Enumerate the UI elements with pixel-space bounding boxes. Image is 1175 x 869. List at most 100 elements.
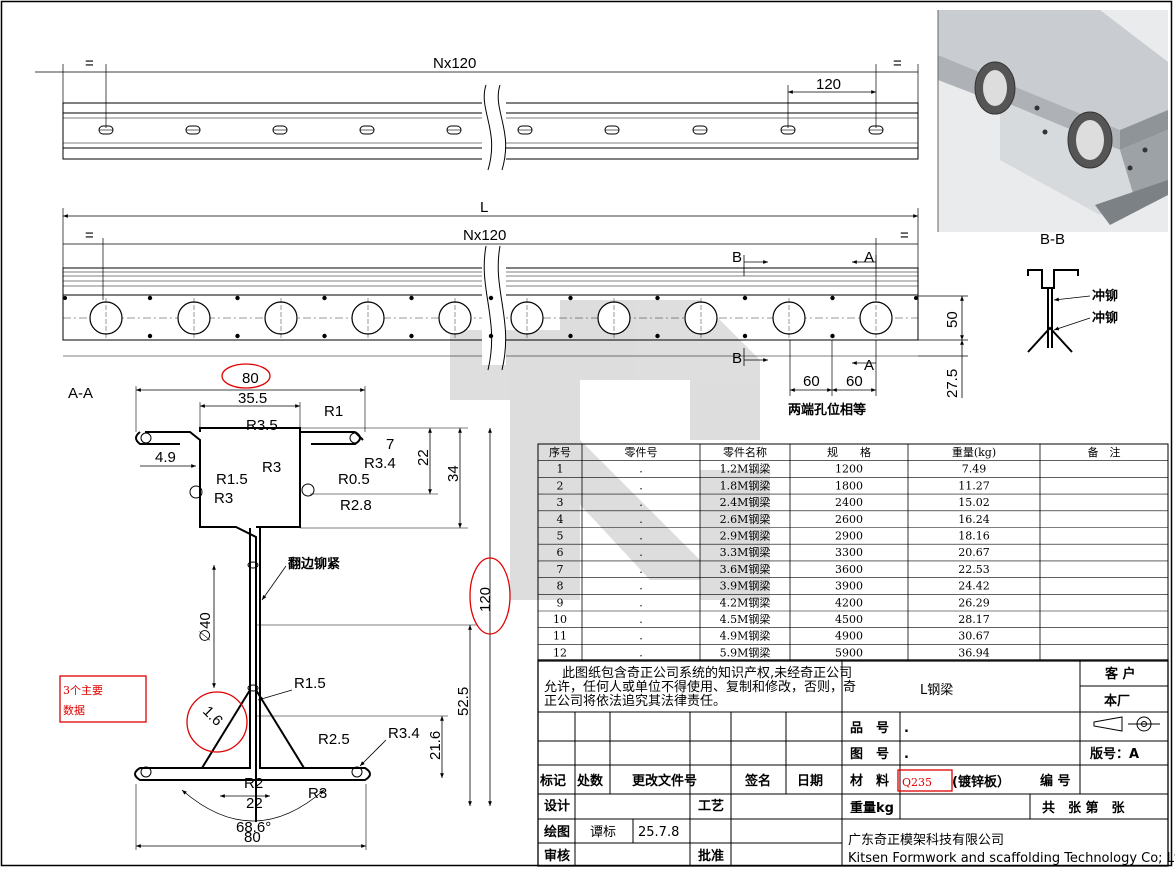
parts-table-header: 序号 (549, 445, 571, 459)
company-name-en: Kitsen Formwork and scaffolding Technolo… (848, 851, 1175, 866)
parts-table-cell: 2.4M钢梁 (720, 495, 771, 509)
parts-table-cell: . (639, 563, 643, 576)
parts-table-cell: 3.9M钢梁 (720, 579, 771, 593)
end-dim-60-b: 60 (846, 373, 863, 390)
parts-table-cell: 11.27 (958, 479, 990, 492)
section-aa: A-A 80 35.5 R1 R3.5 7 22 34 4.9 (59, 363, 511, 850)
section-aa-title: A-A (68, 385, 93, 402)
dim-22: 22 (415, 449, 432, 466)
drawing-no-value: . (904, 747, 909, 762)
dim-7: 7 (386, 436, 394, 453)
end-dim-60-a: 60 (803, 373, 820, 390)
parts-table-cell: . (639, 530, 643, 543)
material-note: (镀锌板） (952, 774, 1010, 790)
approve-label: 批准 (698, 848, 724, 864)
parts-table-cell: . (639, 513, 643, 526)
dim-21-6: 21.6 (427, 731, 444, 760)
parts-table-cell: 5900 (835, 646, 863, 659)
title-block-text: 此图纸包含奇正公司系统的知识产权,未经奇正公司 允许，任何人或单位不得使用、复制… (539, 665, 1175, 866)
front-height-27-5: 27.5 (944, 369, 961, 398)
rivet-dot (830, 295, 835, 301)
rivet-dot (409, 295, 414, 301)
slot-hole (359, 125, 375, 135)
part-no-value: . (904, 721, 909, 736)
dim-r2: R2 (244, 775, 263, 792)
rivet-dot (742, 333, 748, 339)
parts-table-cell: 4 (557, 513, 564, 526)
dim-r3-bot: R3 (308, 785, 327, 802)
parts-table-cell: 4.2M钢梁 (720, 595, 771, 609)
parts-table-cell: . (639, 496, 643, 509)
top-view: = = Nx120 120 (35, 55, 919, 171)
front-equal-right: = (900, 227, 909, 244)
front-equal-left: = (85, 227, 94, 244)
section-a-top: A (864, 249, 874, 266)
parts-table-cell: 2.6M钢梁 (720, 512, 771, 526)
notice-line-3: 正公司将依法追究其法律责任。 (544, 693, 726, 709)
dim-34: 34 (445, 465, 462, 482)
parts-table-cell: 1200 (835, 463, 863, 476)
dim-r3-a: R3 (262, 459, 281, 476)
dim-angle-68-6: 68.6° (236, 819, 271, 836)
parts-table-cell: 26.29 (958, 596, 990, 609)
customer-label: 客 户 (1105, 666, 1136, 682)
review-label: 审核 (544, 848, 570, 864)
section-b-top: B (732, 249, 742, 266)
rev-header-doc: 更改文件号 (632, 773, 697, 789)
parts-table-cell: 10 (553, 613, 567, 626)
section-a-bottom: A (864, 357, 874, 374)
rivet-dot (742, 295, 748, 301)
parts-table-cell: . (639, 646, 643, 659)
section-bb-title: B-B (1040, 231, 1065, 248)
factory-label: 本厂 (1104, 693, 1130, 709)
parts-table-cell: 4.9M钢梁 (720, 629, 771, 643)
parts-table-cell: 12 (553, 646, 567, 659)
rev-header-sign: 签名 (744, 773, 771, 789)
sheet-label: 共 张 第 张 (1042, 800, 1126, 816)
annotation-note-1: 3个主要 (63, 684, 103, 697)
parts-table-cell: 2 (557, 479, 564, 492)
watermark-logo (450, 300, 770, 600)
company-name-cn: 广东奇正模架科技有限公司 (848, 832, 1004, 848)
parts-table-cell: 7.49 (962, 463, 987, 476)
parts-table-cell: 30.67 (958, 630, 990, 643)
dim-r1: R1 (324, 403, 343, 420)
drawer-name: 谭标 (590, 825, 616, 840)
parts-table-cell: 4.5M钢梁 (720, 612, 771, 626)
rivet-dot (488, 333, 494, 339)
rivet-dot (322, 333, 327, 339)
rivet-dot (914, 296, 918, 300)
dim-width-80-bot: 80 (244, 829, 261, 846)
rivet-dot (409, 333, 414, 339)
top-pitch: 120 (816, 76, 841, 93)
parts-table-cell: 3.3M钢梁 (720, 545, 771, 559)
dim-r0-5: R0.5 (338, 471, 370, 488)
parts-table-cell: 1 (557, 463, 564, 476)
design-label: 设计 (544, 798, 570, 814)
parts-table-cell: 3900 (835, 580, 863, 593)
parts-table-cell: 8 (557, 580, 564, 593)
section-bb: B-B 冲铆 冲铆 (1027, 231, 1118, 353)
parts-table-cell: 9 (557, 596, 564, 609)
parts-table-cell: . (639, 596, 643, 609)
slot-hole (604, 125, 620, 135)
slot-hole (185, 125, 201, 135)
parts-table-cell: 4200 (835, 596, 863, 609)
dim-r2-8: R2.8 (340, 497, 372, 514)
parts-table-cell: 4900 (835, 630, 863, 643)
part-no-label: 品 号 (850, 721, 889, 736)
end-hole-note: 两端孔位相等 (788, 402, 866, 418)
rev-header-mark: 标记 (539, 773, 566, 789)
parts-table-cell: . (639, 479, 643, 492)
rivet-dot (147, 295, 153, 301)
flange-rivet-note: 翻边铆紧 (288, 556, 340, 572)
rivet-label-2: 冲铆 (1092, 310, 1118, 326)
parts-table-cell: 1.8M钢梁 (720, 478, 771, 492)
front-height-50: 50 (944, 311, 961, 328)
dim-width-80-top: 80 (242, 370, 259, 387)
parts-table-cell: 2400 (835, 496, 863, 509)
parts-table-cell: 22.53 (958, 563, 990, 576)
weight-label: 重量kg (850, 800, 894, 816)
dim-r3-b: R3 (214, 490, 233, 507)
